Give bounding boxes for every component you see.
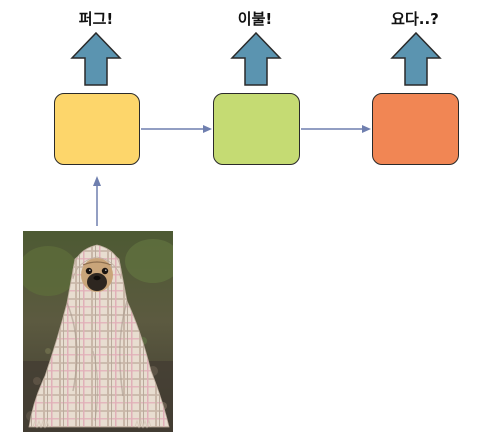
output-arrow-icon-3 [390, 31, 442, 86]
output-word-2: 이불! [237, 10, 273, 28]
cell-box-3 [372, 93, 459, 165]
input-arrow-icon [93, 176, 101, 226]
connector-arrow-2-3 [301, 125, 371, 133]
connector-arrow-1-2 [141, 125, 212, 133]
cell-box-1 [54, 93, 140, 165]
output-arrow-icon-2 [230, 31, 282, 86]
output-word-1: 퍼그! [78, 10, 114, 28]
pug-photo [23, 231, 173, 432]
output-word-3: 요다..? [391, 10, 439, 28]
cell-box-2 [213, 93, 300, 165]
output-arrow-icon-1 [70, 31, 122, 86]
